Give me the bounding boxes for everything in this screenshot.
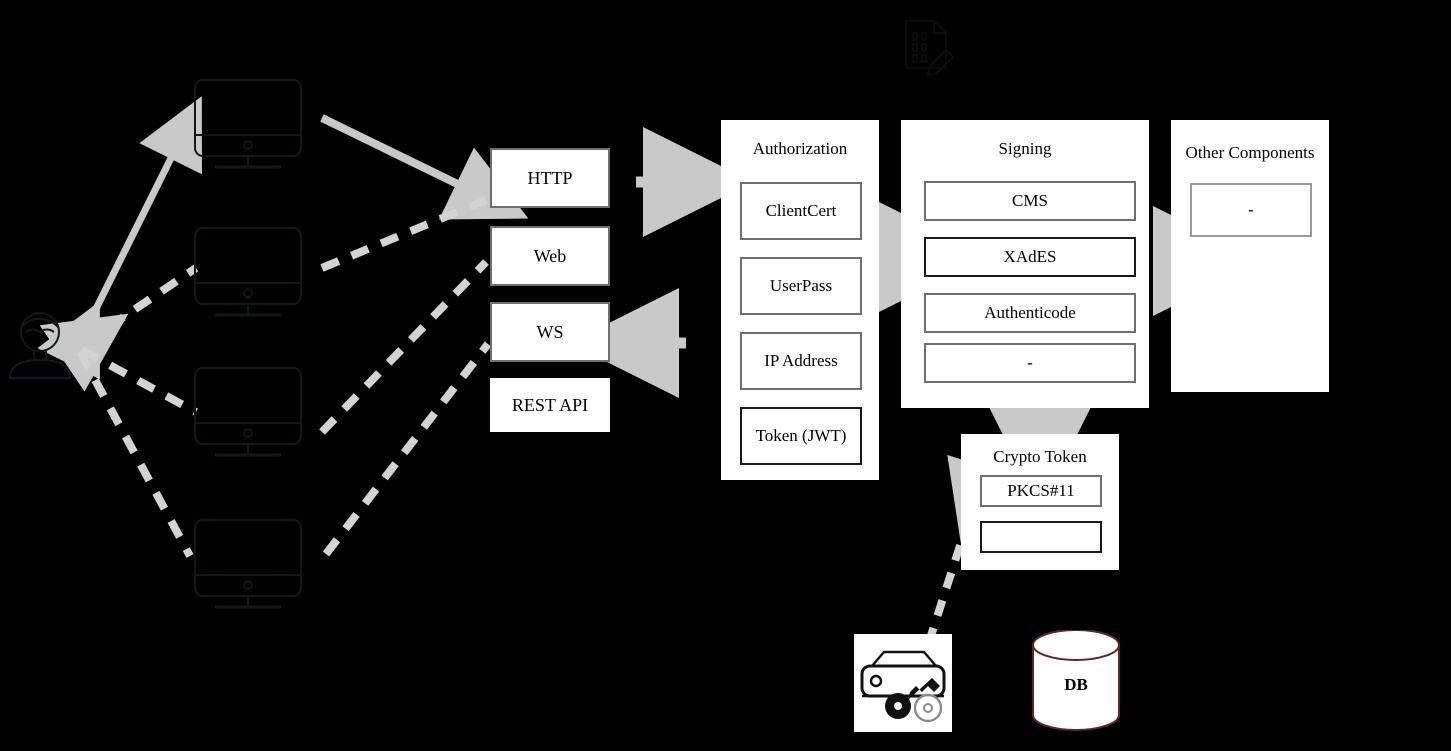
client-workstation-2[interactable]	[193, 226, 303, 321]
item-label: PKCS#11	[1007, 481, 1075, 500]
document-sign-icon	[905, 20, 955, 77]
client-workstation-4[interactable]	[193, 518, 303, 613]
other-components-panel: Other Components -	[1171, 120, 1329, 392]
authorization-item-clientcert[interactable]: ClientCert	[740, 182, 862, 240]
authorization-panel: Authorization ClientCert UserPass IP Add…	[721, 120, 879, 480]
signing-title: Signing	[998, 139, 1052, 158]
crypto-token-item-empty[interactable]	[980, 521, 1102, 553]
protocol-box-ws[interactable]: WS	[490, 302, 610, 362]
crypto-token-panel: Crypto Token PKCS#11	[961, 434, 1119, 570]
signed-document-icon	[900, 18, 958, 77]
item-label: XAdES	[1003, 247, 1057, 266]
database-cylinder-icon	[1032, 629, 1120, 731]
link-user-to-client2	[39, 264, 199, 392]
item-label: Token (JWT)	[755, 426, 847, 445]
client-workstation-3[interactable]	[193, 366, 303, 461]
item-label: -	[1248, 200, 1254, 219]
authorization-title: Authorization	[752, 139, 848, 158]
protocol-box-rest-api[interactable]: REST API	[490, 378, 610, 432]
link-user-to-client4	[76, 350, 194, 558]
authorization-item-userpass[interactable]: UserPass	[740, 257, 862, 315]
other-components-item-empty[interactable]: -	[1190, 183, 1312, 237]
link-client2-to-http	[320, 196, 488, 272]
link-user-to-client1	[37, 96, 202, 380]
item-label: ClientCert	[765, 201, 837, 220]
item-label: UserPass	[769, 276, 833, 295]
item-label: CMS	[1012, 191, 1048, 210]
crypto-token-title: Crypto Token	[993, 447, 1087, 466]
protocol-box-web[interactable]: Web	[490, 226, 610, 286]
item-label: IP Address	[764, 351, 838, 370]
hsm-key-icon	[860, 650, 946, 723]
authorization-item-token-jwt[interactable]: Token (JWT)	[740, 407, 862, 465]
database[interactable]: DB	[1030, 629, 1122, 734]
signing-item-empty[interactable]: -	[924, 343, 1136, 383]
monitor-icon	[194, 367, 302, 457]
user-actor[interactable]	[4, 310, 76, 380]
client-workstation-1[interactable]	[193, 78, 303, 173]
database-label: DB	[1064, 675, 1088, 694]
protocol-label: HTTP	[527, 167, 573, 188]
link-client3-to-web	[319, 259, 489, 435]
crypto-token-item-pkcs11[interactable]: PKCS#11	[980, 475, 1102, 507]
signing-panel: Signing CMS XAdES Authenticode -	[901, 120, 1149, 408]
link-user-to-client3	[80, 346, 198, 416]
signing-item-authenticode[interactable]: Authenticode	[924, 293, 1136, 333]
protocol-label: Web	[533, 245, 567, 266]
protocol-label: REST API	[511, 394, 589, 415]
signing-item-xades[interactable]: XAdES	[924, 237, 1136, 277]
item-label: Authenticode	[984, 303, 1076, 322]
user-icon	[8, 312, 72, 379]
signing-item-cms[interactable]: CMS	[924, 181, 1136, 221]
other-components-title: Other Components	[1185, 143, 1315, 162]
monitor-icon	[194, 79, 302, 169]
monitor-icon	[194, 519, 302, 609]
link-client1-to-http	[320, 114, 529, 220]
monitor-icon	[194, 227, 302, 317]
hsm-device[interactable]	[854, 634, 952, 732]
protocol-label: WS	[536, 321, 564, 342]
link-client4-to-ws	[322, 341, 492, 557]
item-label: -	[1027, 353, 1033, 372]
protocol-box-http[interactable]: HTTP	[490, 148, 610, 208]
authorization-item-ip-address[interactable]: IP Address	[740, 332, 862, 390]
